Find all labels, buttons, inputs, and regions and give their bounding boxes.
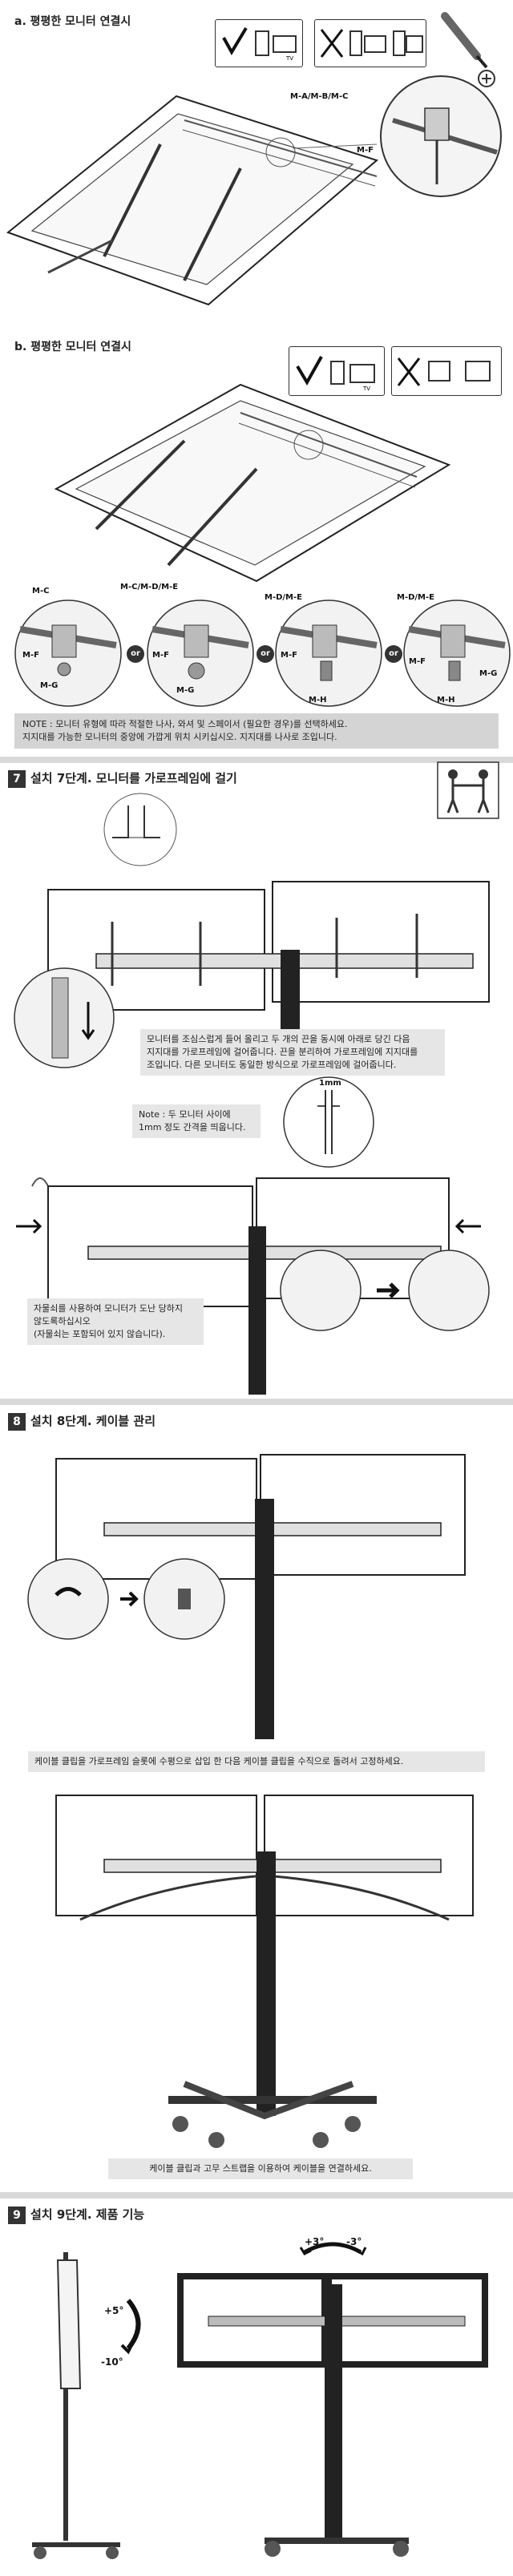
or-badge-3: or [385, 645, 402, 663]
step9-heading: 9 설치 9단계. 제품 기능 [8, 2206, 144, 2224]
note-box: NOTE : 모니터 유형에 따라 적절한 나사, 와셔 및 스페이서 (필요한… [14, 713, 499, 749]
label-ma-mb-mc: M-A/M-B/M-C [290, 92, 349, 101]
detail-zoom-circle-a [380, 75, 502, 197]
step8-number: 8 [8, 1413, 26, 1431]
step8-callout-clip: 케이블 클립을 가로프레임 슬롯에 수평으로 삽입 한 다음 케이블 클립을 수… [28, 1751, 485, 1772]
section-b-title: b. 평평한 모니터 연결시 [14, 341, 131, 353]
rotate-plus-label: +3° [305, 2236, 325, 2247]
check-icon: TV [296, 356, 375, 392]
detail-circle-2 [147, 600, 254, 707]
detail-circle-4 [403, 600, 511, 707]
correct-usage-box-b: TV [289, 346, 385, 396]
incorrect-usage-box-b [391, 346, 502, 396]
label-md-me-1: M-D/M-E [265, 593, 302, 602]
label-md-me-2: M-D/M-E [397, 593, 434, 602]
svg-text:TV: TV [285, 55, 293, 62]
section-divider [0, 1399, 513, 1405]
step7-hang-illustration [47, 793, 490, 1066]
cross-icon [397, 357, 491, 386]
label-mg-2: M-G [176, 686, 195, 695]
label-mc: M-C [32, 587, 50, 596]
monitor-back-illustration-b [54, 383, 451, 583]
two-person-lift-icon [437, 761, 499, 819]
label-mc-md-me: M-C/M-D/M-E [120, 583, 179, 592]
label-mh-2: M-H [437, 696, 455, 705]
rotate-minus-label: -3° [346, 2236, 362, 2247]
label-mg-3: M-G [479, 669, 498, 678]
gap-zoom-circle [283, 1076, 374, 1168]
section-divider [0, 2192, 513, 2198]
label-mh-1: M-H [309, 696, 327, 705]
or-badge-1: or [127, 645, 144, 663]
cross-icon [320, 29, 423, 58]
gap-label: 1mm [319, 1079, 341, 1088]
incorrect-usage-box [314, 19, 426, 67]
step9-number: 9 [8, 2207, 26, 2224]
detail-circle-1 [14, 600, 122, 707]
label-mg-1: M-G [40, 681, 59, 690]
svg-text:TV: TV [362, 386, 370, 392]
screwdriver-icon [441, 12, 495, 87]
step8-heading: 8 설치 8단계. 케이블 관리 [8, 1412, 156, 1431]
tilt-up-label: +5° [104, 2305, 124, 2316]
step7-number: 7 [8, 770, 26, 788]
detail-circle-3 [275, 600, 382, 707]
section-divider [0, 757, 513, 763]
step7-heading: 7 설치 7단계. 모니터를 가로프레임에 걸기 [8, 769, 237, 788]
label-mf-a: M-F [357, 146, 374, 155]
step7-callout-hang: 모니터를 조심스럽게 들어 올리고 두 개의 끈을 동시에 아래로 당긴 다음 … [140, 1029, 445, 1076]
section-a-title: a. 평평한 모니터 연결시 [14, 15, 131, 28]
step9-features-illustration [32, 2242, 488, 2559]
step7-push-illustration [16, 1177, 490, 1395]
step7-callout-gap: Note : 두 모니터 사이에 1mm 정도 간격을 띄웁니다. [132, 1104, 261, 1138]
correct-usage-box: TV [215, 19, 303, 67]
tilt-down-label: -10° [101, 2356, 123, 2368]
step7-title: 설치 7단계. 모니터를 가로프레임에 걸기 [30, 771, 237, 785]
or-badge-2: or [256, 645, 274, 663]
step8-clip-illustration [27, 1454, 466, 1739]
check-icon: TV [222, 26, 297, 62]
monitor-back-illustration-a [6, 95, 379, 306]
step7-callout-lock: 자물쇠를 사용하여 모니터가 도난 당하지 않도록하십시오 (자물쇠는 포함되어… [27, 1298, 204, 1345]
label-mf-b2: M-F [152, 651, 169, 660]
step8-callout-strap: 케이블 클립과 고무 스트랩을 이용하여 케이블을 연결하세요. [108, 2158, 413, 2179]
step8-title: 설치 8단계. 케이블 관리 [30, 1414, 156, 1428]
step8-cable-illustration [55, 1795, 474, 2148]
step7-detail-circle [14, 967, 115, 1068]
label-mf-b4: M-F [409, 657, 426, 666]
step9-title: 설치 9단계. 제품 기능 [30, 2207, 145, 2222]
label-mf-b3: M-F [281, 651, 297, 660]
label-mf-b1: M-F [22, 651, 39, 660]
